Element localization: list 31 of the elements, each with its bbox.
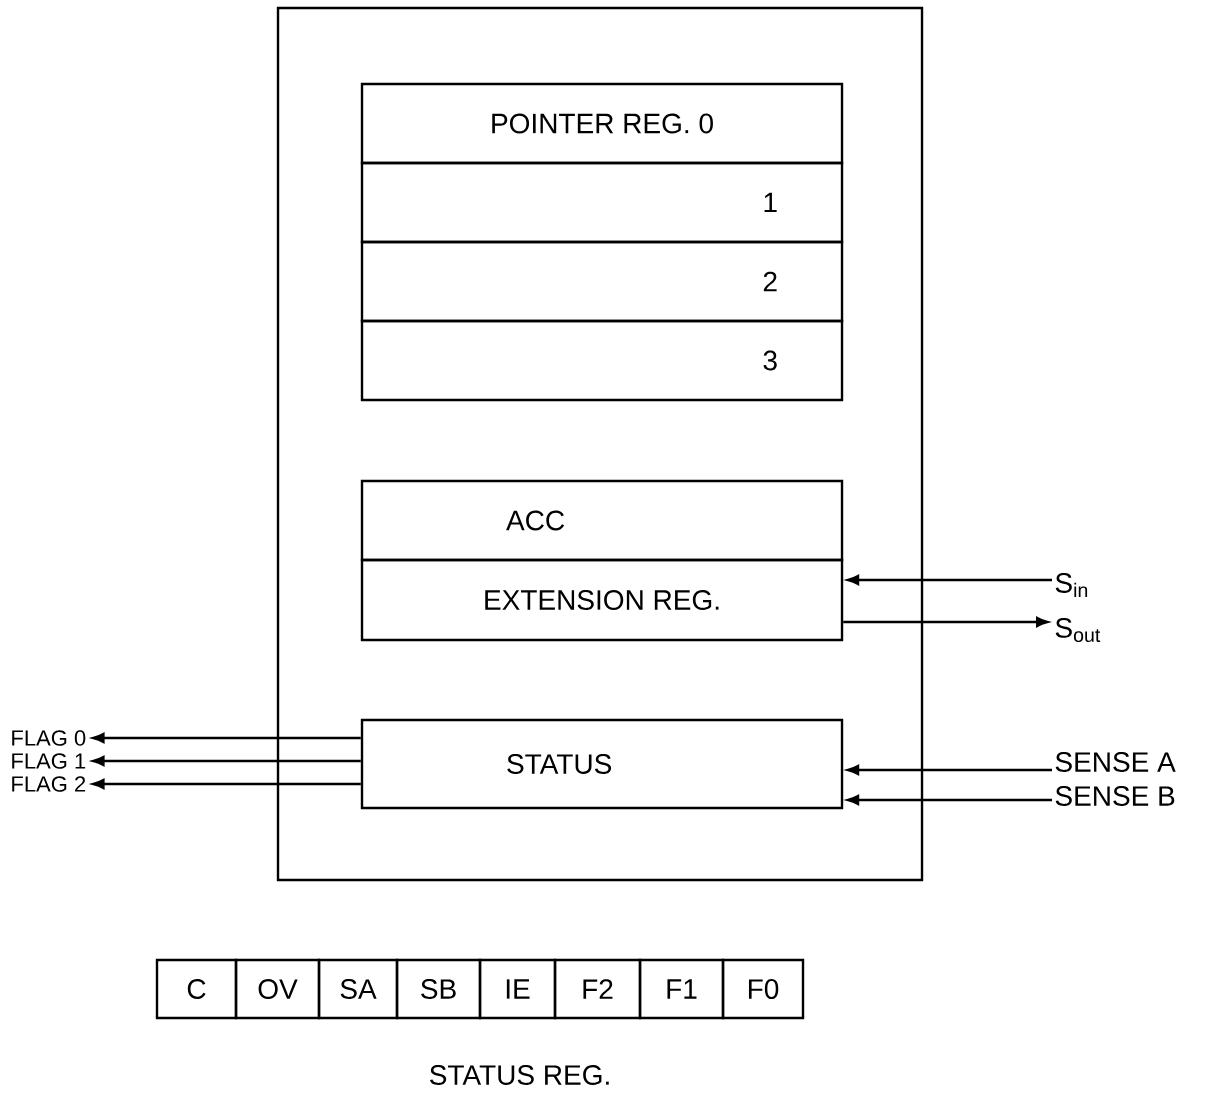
arrow <box>846 764 1052 776</box>
signal-label: SENSE B <box>1055 786 1175 806</box>
flag-label: FLAG 0 <box>12 730 86 746</box>
arrow <box>846 794 1052 806</box>
register-bit-cell: C <box>155 958 238 1020</box>
arrow <box>843 616 1049 628</box>
arrow <box>846 574 1052 586</box>
register-box: 1 <box>360 161 844 244</box>
register-bit-cell: F1 <box>638 958 725 1020</box>
caption: STATUS REG. <box>430 1065 609 1085</box>
arrow <box>92 778 361 790</box>
signal-label: SENSE A <box>1055 752 1176 772</box>
arrow <box>92 755 361 767</box>
signal-label: S$_{in}$ <box>1055 573 1088 597</box>
register-box: EXTENSION REG. <box>360 558 844 642</box>
register-file-frame <box>276 6 924 882</box>
register-bit-cell: SA <box>317 958 399 1020</box>
register-box: 2 <box>360 240 844 323</box>
register-bit-cell: SB <box>395 958 482 1020</box>
signal-label: S$_{out}$ <box>1055 617 1101 642</box>
register-box: ACC <box>360 479 844 562</box>
register-box: POINTER REG. 0 <box>360 82 844 165</box>
register-box: STATUS <box>360 718 844 810</box>
register-bit-cell: IE <box>478 958 557 1020</box>
register-bit-cell: F2 <box>553 958 642 1020</box>
register-bit-cell: OV <box>234 958 321 1020</box>
register-bit-cell: F0 <box>721 958 805 1020</box>
arrow <box>92 732 361 744</box>
flag-label: FLAG 1 <box>12 753 86 769</box>
register-box: 3 <box>360 319 844 402</box>
flag-label: FLAG 2 <box>12 776 86 792</box>
